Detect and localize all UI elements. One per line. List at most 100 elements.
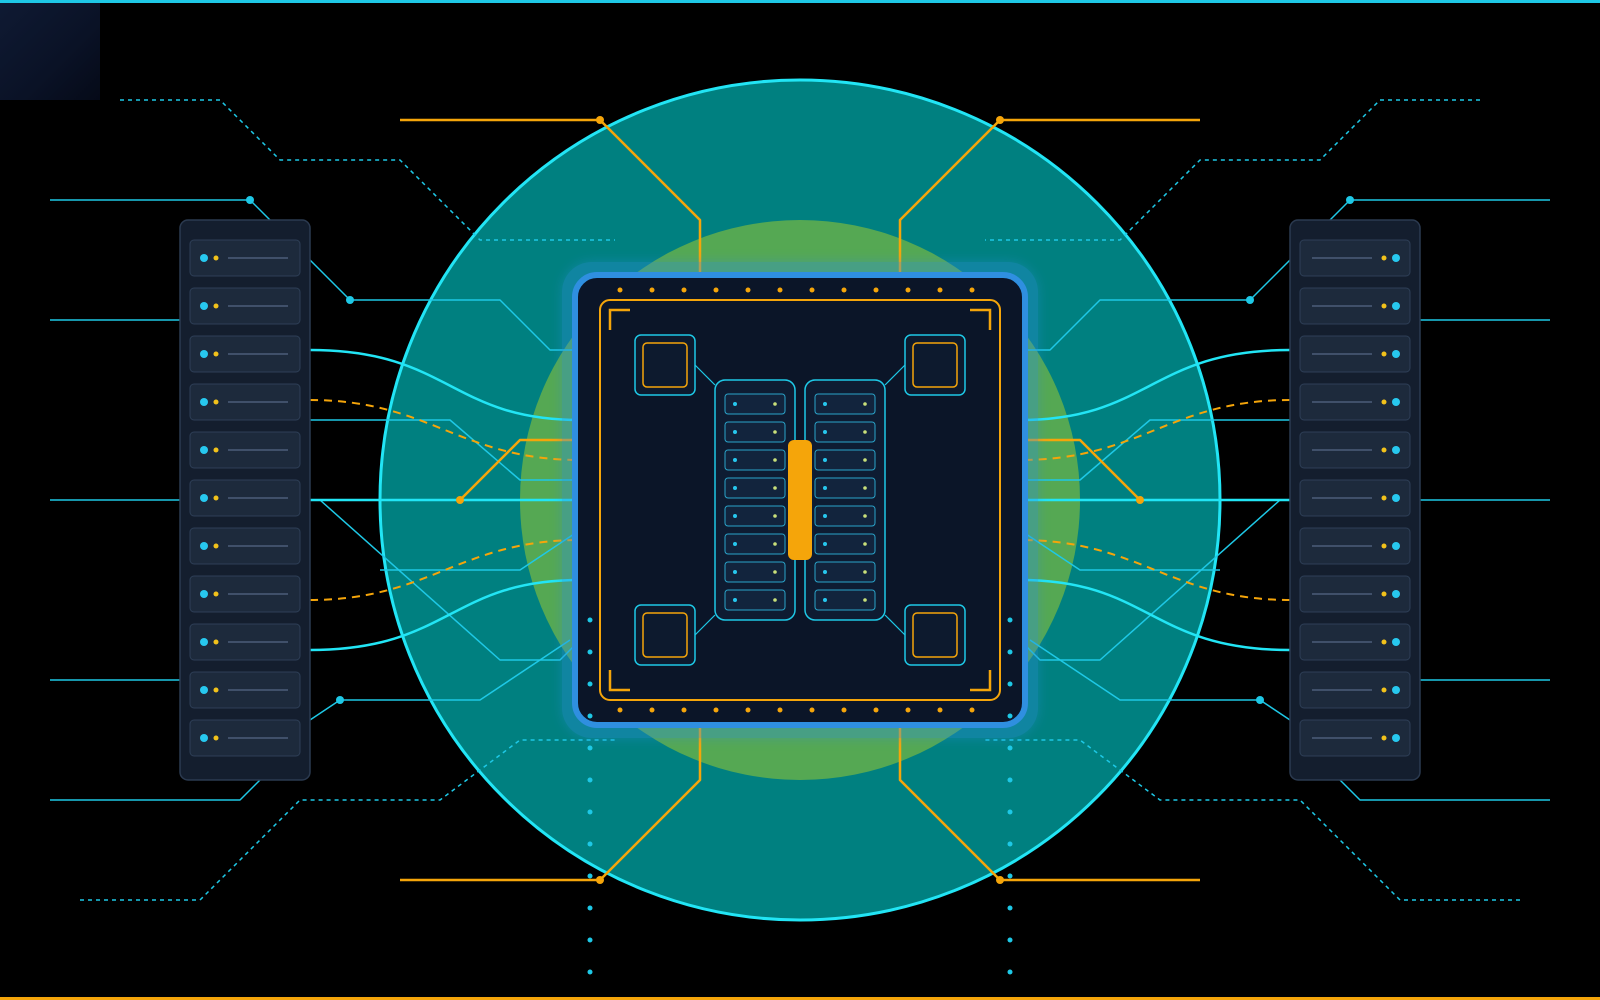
chip-pin bbox=[587, 745, 593, 751]
memory-led bbox=[863, 402, 867, 406]
memory-row bbox=[814, 561, 876, 583]
memory-led bbox=[823, 598, 827, 602]
module-connector bbox=[884, 364, 906, 386]
chip-pin bbox=[1007, 745, 1013, 751]
chip-pin bbox=[809, 707, 815, 713]
chip-pin bbox=[905, 707, 911, 713]
status-led-yellow bbox=[1381, 639, 1387, 645]
status-led-cyan bbox=[200, 446, 208, 454]
memory-bank bbox=[714, 379, 796, 621]
chip-pin bbox=[649, 287, 655, 293]
chip-pin bbox=[587, 713, 593, 719]
trace bbox=[309, 639, 571, 721]
chip-pin bbox=[841, 287, 847, 293]
chip-pin bbox=[873, 287, 879, 293]
status-led-yellow bbox=[213, 591, 219, 597]
memory-led bbox=[863, 514, 867, 518]
status-led-yellow bbox=[1381, 255, 1387, 261]
memory-led bbox=[823, 570, 827, 574]
trace-node bbox=[596, 116, 604, 124]
chip-pin bbox=[587, 809, 593, 815]
dotted-trace bbox=[80, 739, 615, 901]
corner-tile bbox=[0, 0, 100, 100]
trace bbox=[1020, 259, 1291, 351]
module-connector bbox=[884, 614, 906, 636]
orange-trace bbox=[400, 720, 702, 882]
chip-pin bbox=[617, 287, 623, 293]
bright-trace bbox=[309, 348, 581, 422]
status-led-yellow bbox=[213, 687, 219, 693]
memory-led bbox=[773, 570, 777, 574]
status-led-cyan bbox=[200, 494, 208, 502]
memory-led bbox=[823, 430, 827, 434]
memory-led bbox=[733, 570, 737, 574]
status-led-cyan bbox=[200, 254, 208, 262]
memory-led bbox=[863, 458, 867, 462]
trace bbox=[1019, 529, 1220, 571]
trace-node bbox=[996, 116, 1004, 124]
chip-pin bbox=[1007, 905, 1013, 911]
corner-module-core bbox=[912, 342, 958, 388]
chip-inner-frame bbox=[599, 299, 1001, 701]
status-led-cyan bbox=[1392, 542, 1400, 550]
status-led-cyan bbox=[1392, 686, 1400, 694]
chip-pin bbox=[587, 969, 593, 975]
trace-node bbox=[246, 196, 254, 204]
memory-led bbox=[773, 542, 777, 546]
memory-led bbox=[733, 458, 737, 462]
chip-pin bbox=[1007, 873, 1013, 879]
status-led-yellow bbox=[1381, 447, 1387, 453]
orange-dashed-trace bbox=[1019, 399, 1291, 461]
memory-led bbox=[773, 486, 777, 490]
trace-node bbox=[1246, 296, 1254, 304]
trace bbox=[1329, 199, 1550, 221]
memory-led bbox=[823, 402, 827, 406]
status-led-cyan bbox=[1392, 398, 1400, 406]
memory-row bbox=[814, 505, 876, 527]
dotted-trace bbox=[985, 739, 1520, 901]
memory-row bbox=[724, 533, 786, 555]
memory-row bbox=[814, 421, 876, 443]
status-led-yellow bbox=[213, 639, 219, 645]
memory-led bbox=[733, 402, 737, 406]
status-led-cyan bbox=[200, 542, 208, 550]
chip-pin bbox=[1007, 777, 1013, 783]
chip-pin bbox=[587, 649, 593, 655]
memory-row bbox=[814, 449, 876, 471]
status-led-yellow bbox=[213, 255, 219, 261]
memory-bank bbox=[804, 379, 886, 621]
memory-led bbox=[823, 542, 827, 546]
chip-pin bbox=[937, 707, 943, 713]
chip-pin bbox=[1007, 937, 1013, 943]
corner-bracket bbox=[608, 308, 630, 330]
memory-row bbox=[814, 477, 876, 499]
server-rack-left bbox=[179, 219, 311, 781]
trace bbox=[50, 199, 271, 221]
chip-pin bbox=[937, 287, 943, 293]
status-led-cyan bbox=[200, 350, 208, 358]
chip-pin bbox=[587, 937, 593, 943]
status-led-yellow bbox=[1381, 687, 1387, 693]
memory-row bbox=[724, 449, 786, 471]
memory-led bbox=[863, 486, 867, 490]
chip-pin bbox=[1007, 809, 1013, 815]
chip-pin bbox=[809, 287, 815, 293]
trace-node bbox=[996, 876, 1004, 884]
trace-node bbox=[1346, 196, 1354, 204]
memory-led bbox=[823, 486, 827, 490]
chip-pin bbox=[841, 707, 847, 713]
chip-pin bbox=[587, 905, 593, 911]
server-rack-right bbox=[1289, 219, 1421, 781]
orange-trace bbox=[1020, 438, 1141, 501]
status-led-cyan bbox=[200, 734, 208, 742]
status-led-cyan bbox=[200, 590, 208, 598]
status-led-cyan bbox=[1392, 446, 1400, 454]
status-led-cyan bbox=[1392, 638, 1400, 646]
memory-led bbox=[823, 458, 827, 462]
vertical-orange-core bbox=[788, 440, 812, 560]
bright-trace bbox=[309, 578, 581, 652]
trace-node bbox=[336, 696, 344, 704]
circuit-traces bbox=[50, 99, 1550, 901]
chip-pin bbox=[587, 777, 593, 783]
